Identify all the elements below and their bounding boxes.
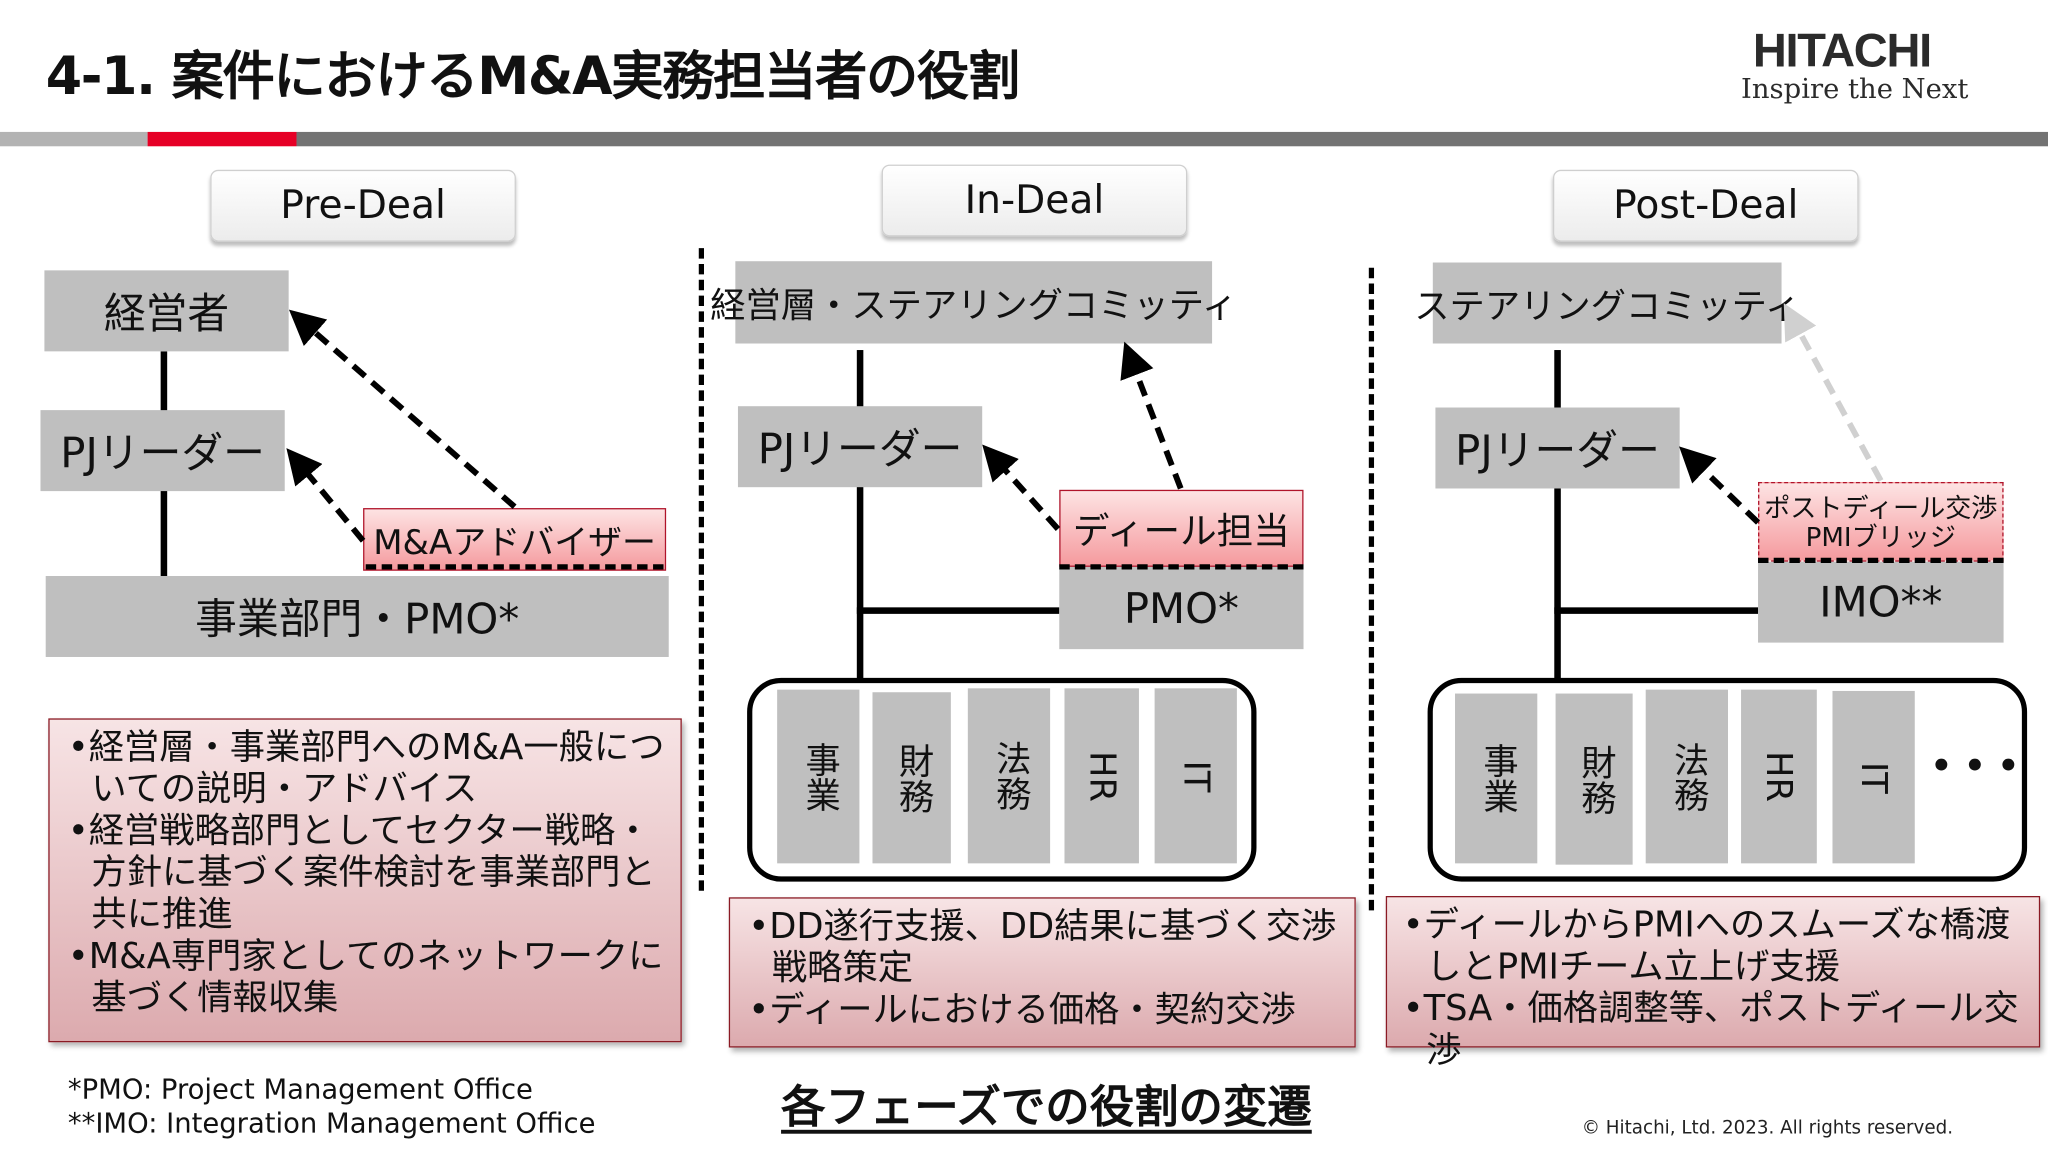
arrow-advisor-to-pj-leader [286, 448, 366, 543]
team-lane-label: 財務 [892, 742, 933, 814]
role-description-in-deal: •DD遂行支援、DD結果に基づく交渉戦略策定 •ディールにおける価格・契約交渉 [728, 897, 1356, 1048]
role-dashed-edge [1758, 557, 2004, 563]
team-lane-label: 事業 [798, 741, 840, 812]
role-line: ポストディール交渉 [1764, 491, 1998, 524]
team-lane-label: IT [1853, 761, 1894, 794]
org-box-pmo: PMO* [1059, 566, 1304, 650]
header-bar-dark [296, 131, 2048, 147]
org-box-pj-leader: PJリーダー [40, 410, 285, 492]
team-lane-label: 財務 [1574, 743, 1616, 815]
description-item: •経営層・事業部門へのM&A一般についての説明・アドバイス [67, 727, 665, 810]
team-lane-hr: HR [1064, 688, 1139, 864]
org-box-imo: IMO** [1758, 561, 2004, 643]
description-item: •ディールからPMIへのスムーズな橋渡しとPMIチーム立上げ支援 [1402, 905, 2011, 988]
arrow-advisor-to-executive [288, 309, 517, 509]
phase-divider [698, 248, 704, 891]
team-lane-it: IT [1832, 690, 1915, 864]
arrow-bridge-to-pj-leader [1679, 446, 1761, 525]
team-lane-finance: 財務 [872, 692, 951, 864]
team-container-in-deal [747, 677, 1257, 882]
role-dashed-edge [365, 564, 664, 570]
org-box-executive: 経営者 [44, 270, 289, 352]
team-lane-label: 法務 [989, 740, 1031, 812]
org-box-steering-committee: 経営層・ステアリングコミッティ [710, 261, 1237, 344]
footnote-imo: **IMO: Integration Management Office [67, 1107, 596, 1139]
role-dashed-edge [1059, 564, 1304, 570]
team-lane-legal: 法務 [1645, 689, 1728, 864]
team-lane-business: 事業 [1455, 693, 1538, 864]
team-lane-label: HR [1081, 750, 1122, 802]
description-item: •TSA・価格調整等、ポストディール交渉 [1402, 988, 2019, 1072]
logo-tagline: Inspire the Next [1741, 73, 1969, 105]
team-lane-label: IT [1175, 759, 1216, 792]
role-box-post-deal-bridge: ポストディール交渉 PMIブリッジ [1758, 481, 2004, 562]
team-lane-label: 法務 [1667, 741, 1708, 812]
footnote-pmo: *PMO: Project Management Office [67, 1073, 533, 1105]
phase-transition-title: 各フェーズでの役割の変遷 [781, 1081, 1312, 1134]
team-lane-label: HR [1758, 750, 1800, 803]
description-item: •M&A専門家としてのネットワークに基づく情報収集 [67, 936, 664, 1019]
team-lane-business: 事業 [777, 689, 860, 864]
hitachi-logo: HITACHI [1752, 23, 1932, 78]
org-box-steering-committee: ステアリングコミッティ [1414, 262, 1800, 344]
org-box-pj-leader: PJリーダー [1435, 407, 1680, 489]
team-lane-hr: HR [1741, 689, 1817, 864]
phase-divider [1368, 267, 1375, 911]
role-line: PMIブリッジ [1805, 520, 1957, 552]
description-item: •ディールにおける価格・契約交渉 [748, 990, 1296, 1031]
header-bar-light [0, 131, 148, 147]
org-connector [856, 350, 864, 680]
org-box-business-pmo: 事業部門・PMO* [45, 575, 669, 657]
role-description-pre-deal: •経営層・事業部門へのM&A一般についての説明・アドバイス •経営戦略部門として… [48, 718, 682, 1043]
phase-post-deal-label: Post-Deal [1552, 169, 1859, 242]
org-connector [856, 607, 1060, 614]
org-connector [1554, 607, 1759, 614]
role-box-deal-lead: ディール担当 [1059, 489, 1304, 567]
team-lane-legal: 法務 [967, 688, 1051, 864]
team-lane-it: IT [1154, 688, 1237, 864]
description-item: •経営戦略部門としてセクター戦略・方針に基づく案件検討を事業部門と共に推進 [67, 811, 656, 936]
description-item: •DD遂行支援、DD結果に基づく交渉戦略策定 [748, 906, 1337, 989]
more-teams-ellipsis: • • • [1930, 747, 2020, 787]
phase-in-deal-label: In-Deal [881, 164, 1188, 237]
role-box-ma-advisor: M&Aアドバイザー [363, 508, 667, 571]
team-lane-finance: 財務 [1555, 693, 1633, 865]
role-description-post-deal: •ディールからPMIへのスムーズな橋渡しとPMIチーム立上げ支援 •TSA・価格… [1385, 895, 2041, 1071]
team-container-post-deal [1427, 677, 2028, 882]
phase-pre-deal-label: Pre-Deal [210, 169, 516, 242]
team-lane-label: 事業 [1476, 743, 1518, 814]
org-connector [1554, 350, 1561, 680]
org-box-pj-leader: PJリーダー [737, 406, 983, 488]
arrow-bridge-to-steering [1783, 303, 1884, 483]
arrow-deal-to-steering [1120, 341, 1184, 490]
arrow-deal-to-pj-leader [982, 444, 1061, 531]
copyright: © Hitachi, Ltd. 2023. All rights reserve… [1581, 1118, 1954, 1139]
header-bar-accent [147, 131, 297, 147]
slide-title: 4-1. 案件におけるM&A実務担当者の役割 [45, 47, 1020, 108]
